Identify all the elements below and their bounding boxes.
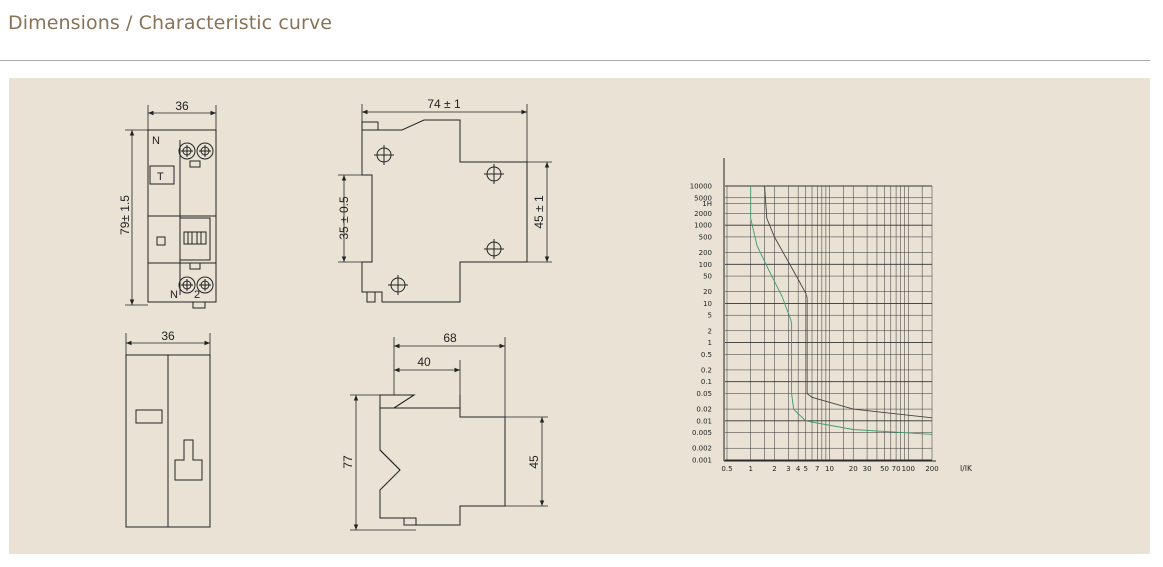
y-tick-label: 0.05	[696, 390, 712, 398]
series-curve-2	[764, 185, 933, 419]
x-tick-label: 100	[902, 465, 915, 473]
profile-height-label: 77	[341, 455, 355, 469]
front-n-bottom-label: N	[170, 289, 178, 301]
back-width-label: 36	[161, 329, 175, 343]
x-tick-label: 30	[863, 465, 872, 473]
x-tick-label: 20	[849, 465, 858, 473]
x-tick-label: 5	[804, 465, 808, 473]
y-tick-label: 5	[708, 312, 712, 320]
profile-top-label: 68	[443, 331, 457, 345]
side-rail-label: 35 ± 0.5	[337, 196, 351, 240]
y-tick-label: 2000	[694, 210, 712, 218]
y-tick-label: 5000	[694, 194, 712, 202]
drawing-panel	[9, 78, 1150, 554]
y-tick-label: 10000	[690, 183, 712, 191]
x-tick-label: 1	[748, 465, 752, 473]
side-width-label: 74 ± 1	[427, 97, 461, 111]
profile-inner-label: 40	[417, 355, 431, 369]
x-tick-label: 70	[892, 465, 901, 473]
front-height-label: 79± 1.5	[118, 195, 132, 235]
title-divider	[0, 60, 1150, 61]
y-tick-label: 500	[699, 233, 712, 241]
y-tick-label: 0.2	[701, 366, 712, 374]
x-tick-label: 200	[925, 465, 938, 473]
series-curve-1	[750, 186, 933, 435]
front-t-label: T	[157, 171, 164, 183]
profile-right-label: 45	[527, 455, 541, 469]
front-n-top-label: N	[152, 135, 160, 147]
front-2-label: 2	[194, 289, 200, 301]
y-tick-label: 1	[708, 339, 712, 347]
y-tick-label: 1H	[702, 200, 712, 208]
y-tick-label: 2	[708, 327, 712, 335]
y-tick-label: 0.001	[692, 457, 712, 465]
x-tick-label: 3	[786, 465, 790, 473]
back-view-drawing: 36	[125, 329, 211, 528]
x-tick-label: 0.5	[721, 465, 732, 473]
y-tick-label: 0.5	[701, 351, 712, 359]
front-view-drawing: 36 79± 1.5 N T N 2	[118, 99, 217, 309]
y-tick-label: 20	[703, 288, 712, 296]
x-tick-label: 2	[772, 465, 776, 473]
y-tick-label: 10	[703, 300, 712, 308]
x-axis-title: I/IK	[960, 464, 973, 473]
side-view-drawing: 74 ± 1 35 ± 0.5 45 ± 1	[337, 97, 552, 303]
y-tick-label: 0.01	[696, 417, 712, 425]
y-tick-label: 100	[699, 261, 712, 269]
front-width-label: 36	[175, 99, 189, 113]
page-title: Dimensions / Characteristic curve	[8, 12, 333, 34]
side-right-label: 45 ± 1	[532, 195, 546, 229]
profile-view-drawing: 68 40 77 45	[341, 331, 548, 531]
y-tick-label: 200	[699, 249, 712, 257]
y-tick-label: 0.1	[701, 378, 712, 386]
y-tick-label: 50	[703, 273, 712, 281]
x-tick-label: 10	[825, 465, 834, 473]
y-tick-label: 0.02	[696, 406, 712, 414]
y-tick-label: 0.002	[692, 445, 712, 453]
x-tick-label: 50	[880, 465, 889, 473]
x-tick-label: 7	[815, 465, 819, 473]
y-tick-label: 0.005	[692, 429, 712, 437]
y-tick-label: 1000	[694, 222, 712, 230]
x-tick-label: 4	[796, 465, 801, 473]
